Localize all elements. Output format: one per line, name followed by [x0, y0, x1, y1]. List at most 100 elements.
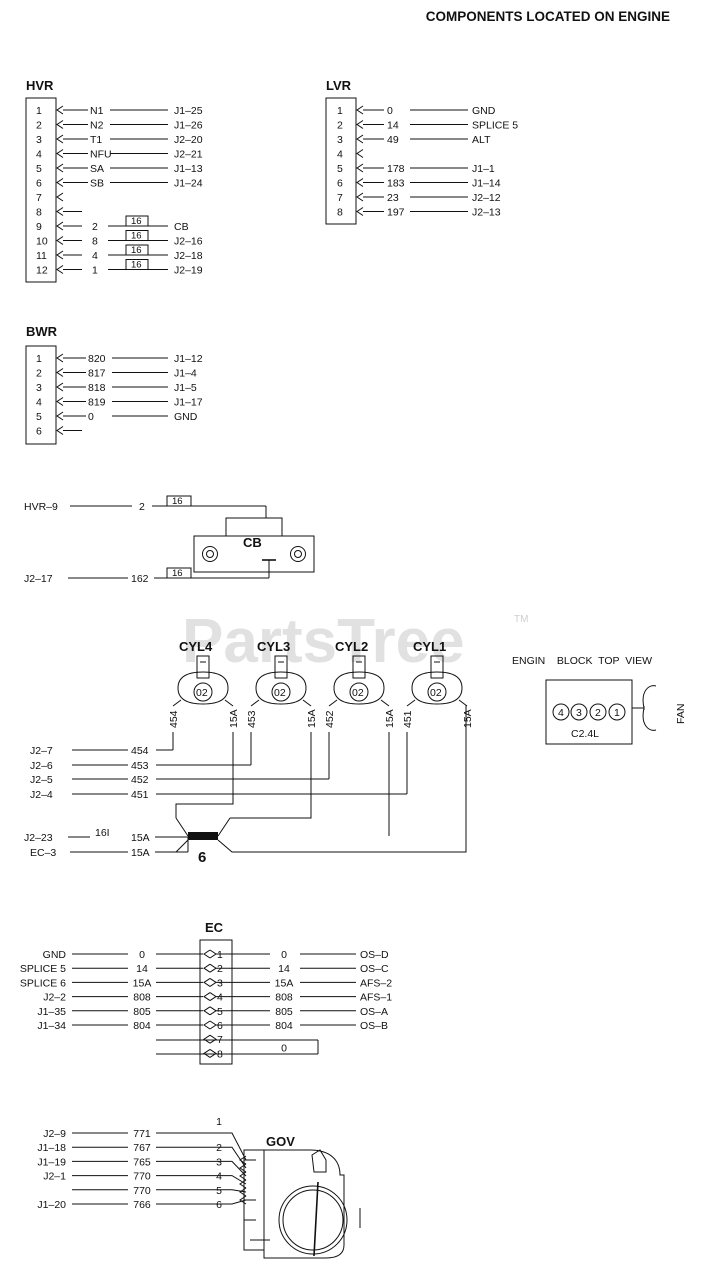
- hvr-box: [25, 97, 57, 283]
- gov-throttle-body: [263, 1149, 345, 1259]
- pin-arrow-icon: [56, 192, 64, 202]
- lvr-pin: 5: [337, 163, 343, 175]
- bwr-pin: 1: [36, 353, 42, 365]
- splice-src-1: J2–23: [24, 832, 53, 844]
- splice-label: 6: [198, 849, 206, 866]
- hvr-dest: J1–25: [174, 105, 203, 117]
- ec-right-dest: OS–C: [360, 963, 389, 975]
- coil-body-icon: [177, 671, 229, 705]
- cylinder-label: CYL2: [335, 639, 368, 654]
- coil-wire-tag: 15A: [462, 709, 474, 728]
- engine-cylinder-icon: [570, 703, 588, 721]
- engine-cylinder-number: 2: [595, 707, 601, 719]
- fan-icon: [632, 685, 657, 731]
- ec-pin: 1: [217, 949, 223, 961]
- bwr-dest: GND: [174, 411, 198, 423]
- coil-wire-tag: 15A: [228, 709, 240, 728]
- ec-left-wire: 14: [136, 963, 148, 975]
- coil-body-icon: [255, 671, 307, 705]
- pin-arrow-icon: [356, 192, 364, 202]
- ec-left-src: SPLICE 6: [20, 977, 66, 989]
- cb-title: CB: [243, 535, 262, 550]
- pin-arrow-icon: [56, 178, 64, 187]
- ec-left-wire: 808: [133, 992, 151, 1004]
- coil-plug-label: 02: [430, 687, 442, 699]
- ec-left-arrow-icon: [203, 992, 211, 1002]
- bwr-dest: J1–17: [174, 397, 203, 409]
- hvr-wire: SB: [90, 178, 104, 190]
- cylinder-label: CYL4: [179, 639, 213, 654]
- lvr-wire: 14: [387, 120, 399, 132]
- pin-arrow-icon: [56, 368, 64, 377]
- ec-title: EC: [205, 920, 224, 935]
- gov-pin: 2: [216, 1142, 222, 1154]
- ec-left-arrow-icon: [203, 977, 211, 987]
- bwr-pin: 2: [36, 368, 42, 380]
- gov-throttle-bore-icon: [278, 1185, 348, 1255]
- gov-src: J1–18: [37, 1142, 66, 1154]
- hvr-wire: 8: [92, 236, 98, 248]
- ec-left-arrow-icon: [203, 1006, 211, 1016]
- hvr-dest: J2–18: [174, 250, 203, 262]
- ec-right-wire: 808: [275, 992, 293, 1004]
- hvr-pin: 12: [36, 265, 48, 277]
- hvr-wire: T1: [90, 134, 102, 146]
- cb-top-src: HVR–9: [24, 501, 58, 513]
- hvr-dest: J1–26: [174, 120, 203, 132]
- pin-arrow-icon: [56, 250, 64, 260]
- engine-cylinder-icon: [589, 703, 607, 721]
- coil-tower-icon: [274, 655, 288, 679]
- hvr-dest: J1–13: [174, 163, 203, 175]
- hvr-gauge: 16: [131, 216, 142, 227]
- ec-left-wire: 15A: [133, 977, 152, 989]
- ec-pin: 2: [217, 963, 223, 975]
- ec-left-src: SPLICE 5: [20, 963, 66, 975]
- hvr-pin: 2: [36, 120, 42, 132]
- cb-bottom-src: J2–17: [24, 573, 53, 585]
- engine-block-title: ENGIN BLOCK TOP VIEW: [512, 655, 652, 667]
- engine-cylinder-icon: [552, 703, 570, 721]
- splice-gauge-1: 16I: [95, 827, 110, 839]
- hvr-pin: 5: [36, 163, 42, 175]
- hvr-pin: 6: [36, 178, 42, 190]
- lvr-dest: J1–1: [472, 163, 495, 175]
- lvr-dest: J2–12: [472, 192, 501, 204]
- hvr-pin: 7: [36, 192, 42, 204]
- pin-arrow-icon: [56, 105, 64, 115]
- gov-src: J1–19: [37, 1156, 66, 1168]
- gov-wire: 766: [133, 1199, 151, 1211]
- gov-pin: 5: [216, 1185, 222, 1197]
- ec-left-src: GND: [43, 949, 67, 961]
- ec-left-wire: 0: [139, 949, 145, 961]
- pin-arrow-icon: [56, 411, 64, 421]
- engine-model: C2.4L: [571, 728, 599, 740]
- bwr-pin: 4: [36, 397, 42, 409]
- bwr-box: [25, 345, 57, 445]
- coil-wire-tag: 15A: [384, 709, 396, 728]
- cyl-src: J2–5: [30, 774, 53, 786]
- ec-right-arrow-icon: [209, 949, 217, 959]
- ec-left-src: J2–2: [43, 992, 66, 1004]
- ec-pin: 3: [217, 977, 223, 989]
- hvr-pin: 3: [36, 134, 42, 146]
- gov-pin: 4: [216, 1171, 222, 1183]
- ec-left-wire: 805: [133, 1006, 151, 1018]
- gov-wire: 765: [133, 1156, 151, 1168]
- lvr-wire: 197: [387, 207, 405, 219]
- engine-cylinder-number: 4: [558, 707, 564, 719]
- coil-tower-icon: [352, 655, 366, 679]
- pin-arrow-icon: [56, 382, 64, 392]
- lvr-pin: 1: [337, 105, 343, 117]
- cb-terminal-left-icon: [202, 546, 218, 562]
- cyl-wire: 451: [131, 789, 149, 801]
- ec-right-arrow-icon: [209, 977, 217, 987]
- bwr-title: BWR: [26, 324, 58, 339]
- watermark-tm: TM: [514, 614, 528, 625]
- lvr-pin: 8: [337, 207, 343, 219]
- ec-right-wire: 15A: [275, 977, 294, 989]
- ec-left-arrow-icon: [203, 949, 211, 959]
- hvr-wire: 1: [92, 265, 98, 277]
